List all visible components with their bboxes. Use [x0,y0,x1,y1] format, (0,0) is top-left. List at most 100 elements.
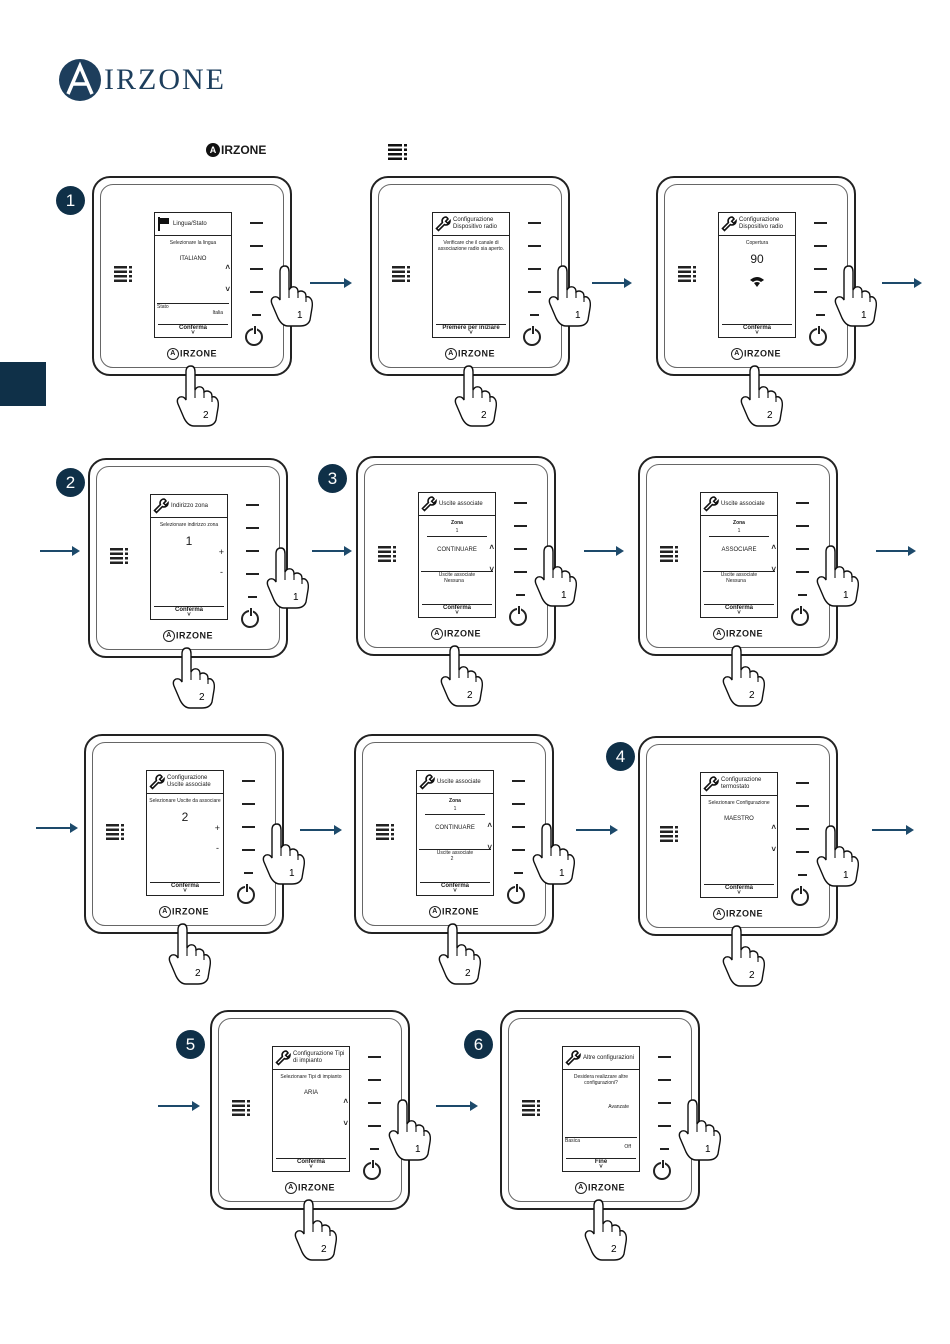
flow-arrow [584,546,624,556]
side-button[interactable] [514,872,523,874]
side-button[interactable] [512,803,525,805]
chevron-down-icon: ˅ [187,612,191,618]
side-button[interactable] [242,849,255,851]
side-button[interactable] [796,571,809,573]
footer-label: Conferma [178,325,207,331]
power-icon[interactable] [523,326,541,346]
side-button[interactable] [798,594,807,596]
flow-arrow [592,278,632,288]
side-button[interactable] [368,1102,381,1104]
side-button[interactable] [658,1102,671,1104]
screen-footer: Conferma˅ [701,884,777,896]
footer-label: Fine [594,1159,608,1165]
field-value: Nessuna [444,578,464,584]
side-button[interactable] [796,525,809,527]
footer-label: Conferma [442,605,471,611]
side-button[interactable] [516,594,525,596]
side-button[interactable] [242,803,255,805]
wrench-icon [565,1050,581,1066]
side-button[interactable] [816,314,825,316]
side-button[interactable] [512,780,525,782]
side-button[interactable] [514,571,527,573]
power-icon[interactable] [237,884,255,904]
hand-press-button-icon: 1 [532,823,576,885]
side-button[interactable] [368,1079,381,1081]
power-icon[interactable] [509,606,527,626]
side-button[interactable] [814,245,827,247]
side-button[interactable] [368,1125,381,1127]
side-button[interactable] [252,314,261,316]
side-button[interactable] [796,805,809,807]
side-button[interactable] [244,872,253,874]
side-button[interactable] [250,291,263,293]
hand-press-button-icon: 1 [262,823,306,885]
wrench-icon [703,496,719,512]
side-button[interactable] [246,550,259,552]
side-button[interactable] [514,548,527,550]
side-button[interactable] [814,268,827,270]
down-chevron-icon: ˅ [771,565,776,574]
side-button[interactable] [660,1148,669,1150]
power-icon[interactable] [507,884,525,904]
menu-icon [114,266,134,287]
side-button[interactable] [370,1148,379,1150]
side-button[interactable] [246,573,259,575]
side-button[interactable] [514,525,527,527]
device-logo-text: IRZONE [171,906,209,917]
side-button[interactable] [242,780,255,782]
side-button[interactable] [658,1056,671,1058]
side-button[interactable] [814,291,827,293]
power-icon[interactable] [791,886,809,906]
power-icon[interactable] [245,326,263,346]
side-button[interactable] [248,596,257,598]
side-button[interactable] [512,849,525,851]
power-icon[interactable] [363,1160,381,1180]
side-button[interactable] [250,222,263,224]
footer-label: Conferma [296,1159,325,1165]
chevron-down-icon: ˅ [469,330,473,336]
side-button[interactable] [798,874,807,876]
side-button[interactable] [528,268,541,270]
power-icon[interactable] [809,326,827,346]
screen-title: Uscite associate [721,500,765,507]
power-icon[interactable] [241,608,259,628]
power-icon[interactable] [791,606,809,626]
side-button[interactable] [796,828,809,830]
side-button[interactable] [242,826,255,828]
wrench-icon [149,774,165,790]
side-button[interactable] [658,1079,671,1081]
side-button[interactable] [530,314,539,316]
flow-arrow [436,1101,478,1111]
side-button[interactable] [246,504,259,506]
side-button[interactable] [246,527,259,529]
side-button[interactable] [528,245,541,247]
side-button[interactable] [796,782,809,784]
side-button[interactable] [250,245,263,247]
side-button[interactable] [250,268,263,270]
screen-instruction: Selezionare indirizzo zona [159,522,219,528]
side-button[interactable] [796,502,809,504]
side-button[interactable] [368,1056,381,1058]
menu-icon [106,824,126,845]
side-button[interactable] [814,222,827,224]
side-button[interactable] [658,1125,671,1127]
side-button[interactable] [796,851,809,853]
side-button[interactable] [528,222,541,224]
hand-press-logo-icon: 2 [440,645,484,707]
side-button[interactable] [514,502,527,504]
side-button[interactable] [512,826,525,828]
power-icon[interactable] [653,1160,671,1180]
side-button[interactable] [796,548,809,550]
side-button[interactable] [528,291,541,293]
